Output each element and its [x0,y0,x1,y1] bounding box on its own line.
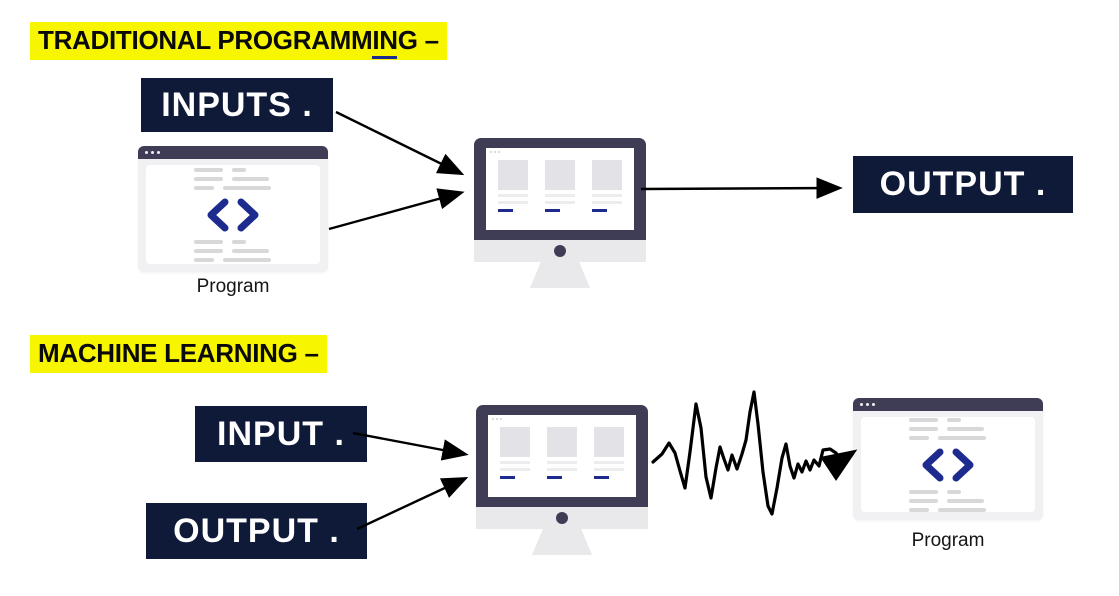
window-dot-icon [860,403,863,406]
window-dot-icon [151,151,154,154]
text-lines-top [194,167,272,190]
output-box-traditional: OUTPUT . [853,156,1073,213]
arrow-inputs-to-monitor [335,110,465,176]
window-dot-icon [157,151,160,154]
machine-learning-title: MACHINE LEARNING – [30,335,327,373]
program-label-traditional: Program [196,276,270,297]
inputs-box: INPUTS . [141,78,333,132]
window-content [861,417,1035,512]
arrow-program-to-monitor [328,188,465,231]
screen-cards [486,160,634,212]
monitor-screen [486,148,634,230]
arrow-input-to-monitor-ml [352,431,469,461]
computer-monitor-ml [476,405,648,557]
cursor-underscore [372,56,397,59]
program-window-ml [853,398,1043,520]
text-lines-top [909,417,987,440]
output-box-ml: OUTPUT . [146,503,367,559]
traditional-programming-title: TRADITIONAL PROGRAMMING – [30,22,447,60]
program-label-ml: Program [911,530,985,551]
window-titlebar [138,146,328,159]
window-titlebar [853,398,1043,411]
code-icon [207,198,259,231]
window-dot-icon [866,403,869,406]
code-icon [922,448,974,481]
window-dot-icon [872,403,875,406]
text-lines-bottom [194,239,272,262]
window-content [146,165,320,264]
input-box-ml: INPUT . [195,406,367,462]
program-window-traditional [138,146,328,272]
text-lines-bottom [909,489,987,512]
squiggle-signal-arrow [651,390,858,516]
window-dot-icon [145,151,148,154]
screen-dots-icon [492,418,502,420]
monitor-camera-icon [556,512,568,524]
screen-dots-icon [490,151,500,153]
monitor-stand [530,262,590,288]
screen-cards [488,427,636,479]
monitor-stand [532,529,592,555]
computer-monitor-traditional [474,138,646,290]
arrow-output-to-monitor-ml [356,476,469,531]
monitor-camera-icon [554,245,566,257]
arrow-monitor-to-output [640,177,843,199]
monitor-screen [488,415,636,497]
monitor-chin [474,240,646,262]
monitor-chin [476,507,648,529]
